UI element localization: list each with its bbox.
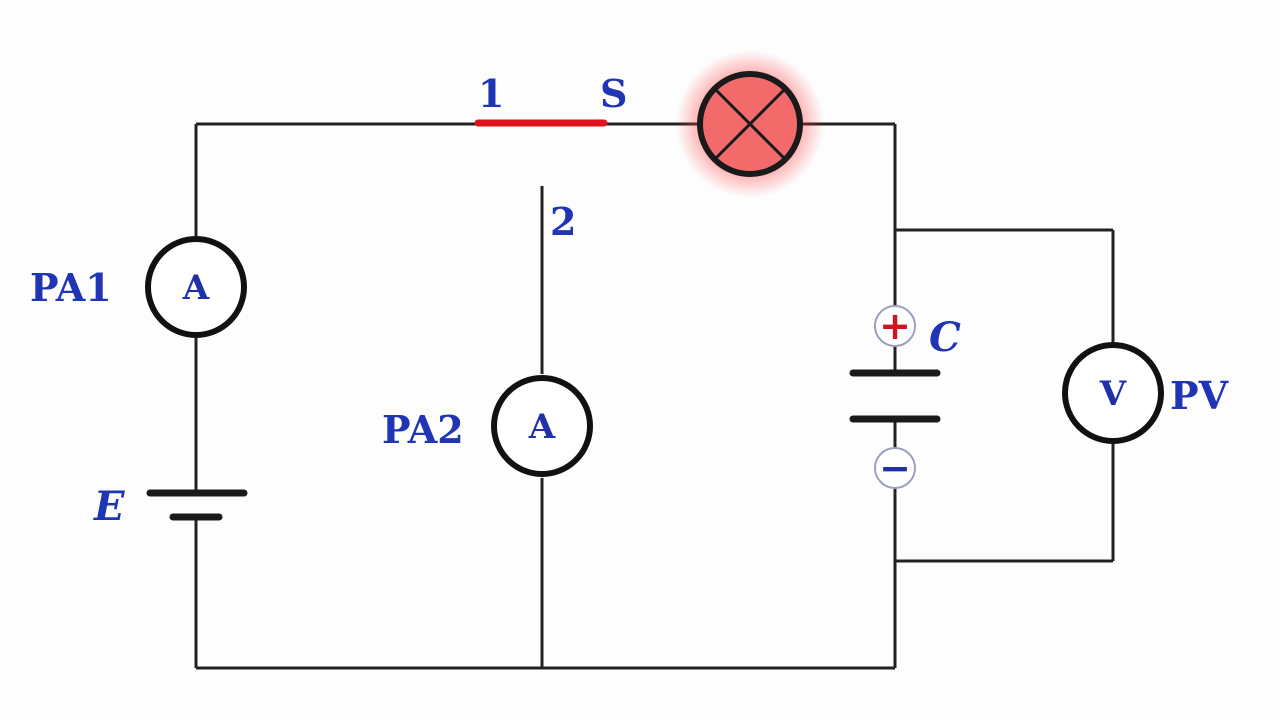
label-e: E [93, 483, 125, 530]
label-contact-2: 2 [550, 199, 576, 244]
label-s: S [600, 71, 627, 116]
lamp [676, 50, 824, 198]
wires [194, 122, 1115, 670]
label-pa1: PA1 [30, 265, 112, 310]
voltmeter-pv-ring [1062, 342, 1164, 444]
minus-icon [874, 447, 916, 489]
capacitor-c: + − [849, 304, 941, 490]
ammeter-pa2-symbol: A [528, 407, 556, 447]
label-contact-1: 1 [478, 71, 504, 116]
ammeter-pa1-symbol: A [182, 268, 210, 308]
voltmeter-pv: V [1062, 342, 1164, 444]
minus-sign: − [879, 446, 911, 490]
ammeter-pa1-ring [145, 236, 247, 338]
ammeter-pa1: A [145, 236, 247, 338]
plus-icon [874, 305, 916, 347]
lamp-cross-line [713, 87, 787, 161]
label-c: C [929, 314, 961, 361]
plus-sign: + [879, 304, 911, 348]
ammeter-pa2-ring [491, 375, 593, 477]
label-pa2: PA2 [382, 407, 464, 452]
voltmeter-pv-symbol: V [1099, 374, 1127, 414]
battery-e [146, 489, 248, 521]
ammeter-pa2: A [491, 375, 593, 477]
label-pv: PV [1170, 373, 1230, 418]
